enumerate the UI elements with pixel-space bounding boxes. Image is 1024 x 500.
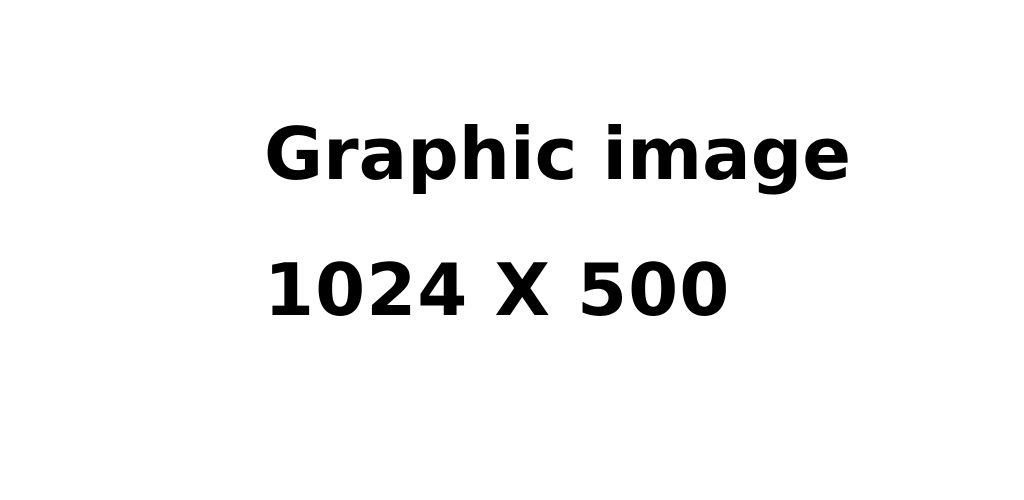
graphic-dimensions: 1024 X 500 xyxy=(264,248,731,332)
graphic-title: Graphic image xyxy=(264,112,852,196)
